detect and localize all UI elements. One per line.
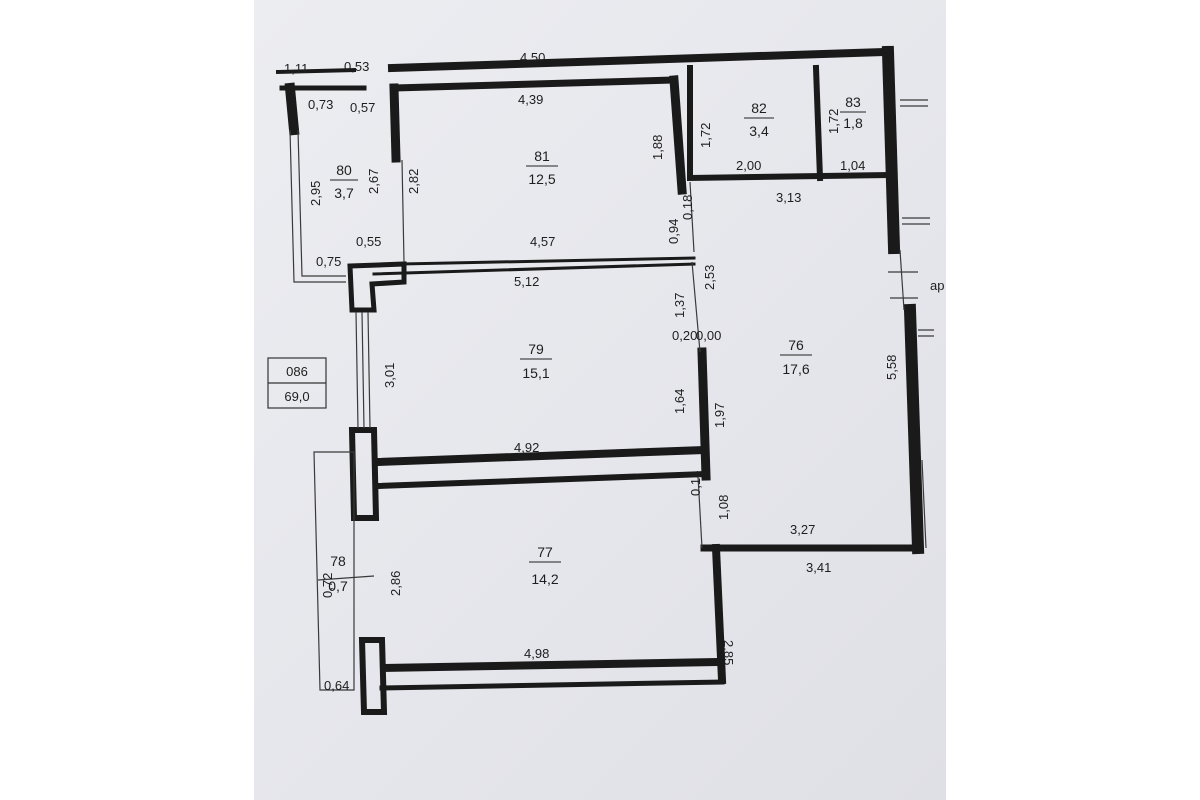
wall-bottom: [379, 657, 725, 673]
wall-right-upper: [881, 45, 901, 255]
window-left-79: [355, 311, 371, 429]
room-77-area: 14,2: [531, 571, 558, 587]
door-77: [697, 475, 703, 549]
room-83-area: 1,8: [843, 115, 863, 131]
thin-lines: [289, 99, 934, 691]
dim-4-50: 4,50: [520, 50, 545, 65]
room-83-number: 83: [845, 94, 861, 110]
dim-0-53: 0,53: [344, 59, 369, 74]
dim-0-20: 0,20: [672, 328, 697, 343]
room-labels: 81 12,5 82 3,4 83 1,8 80 3,7 79 15,1 76 …: [328, 94, 866, 594]
room-78-number: 78: [330, 553, 346, 569]
dim-4-92: 4,92: [514, 440, 539, 455]
wall-left-bottom: [358, 637, 388, 715]
room-79-area: 15,1: [522, 365, 549, 381]
dim-2-00: 2,00: [736, 158, 761, 173]
room-79-number: 79: [528, 341, 544, 357]
dim-5-12: 5,12: [514, 274, 539, 289]
dim-3-13: 3,13: [776, 190, 801, 205]
room-78-area: 0,7: [328, 578, 348, 594]
wall-right-lower: [903, 303, 925, 555]
room-81-number: 81: [534, 148, 550, 164]
room-76-area: 17,6: [782, 361, 809, 377]
wall-79-top: [372, 262, 696, 276]
dim-1-04: 1,04: [840, 158, 865, 173]
room-81-area: 12,5: [528, 171, 555, 187]
dim-4-57: 4,57: [530, 234, 555, 249]
dim-2-82: 2,82: [406, 169, 421, 194]
dim-2-95: 2,95: [308, 181, 323, 206]
walls: [275, 45, 925, 715]
dim-0-64: 0,64: [324, 678, 349, 693]
wall-left-t: [348, 427, 380, 521]
dim-0-75: 0,75: [316, 254, 341, 269]
dim-2-67: 2,67: [366, 169, 381, 194]
summary-code: 086: [286, 364, 308, 379]
wall-81-top: [390, 76, 678, 92]
dimension-labels: 1,11 0,53 4,50 0,73 0,57 4,39 1,88 1,72 …: [284, 50, 944, 693]
wall-mid-81-79: [400, 256, 696, 266]
dim-0-14: 0,14: [688, 471, 703, 496]
dim-1-64: 1,64: [672, 389, 687, 414]
dim-4-98: 4,98: [524, 646, 549, 661]
balcony-rail: [289, 129, 346, 283]
dim-1-11: 1,11: [284, 61, 308, 76]
dim-0-94: 0,94: [666, 219, 681, 244]
room-82-number: 82: [751, 100, 767, 116]
summary-box: 086 69,0: [267, 357, 327, 409]
window-right-upper: [900, 99, 930, 225]
wall-79-right: [697, 347, 711, 481]
room-80-area: 3,7: [334, 185, 354, 201]
dim-0-73: 0,73: [308, 97, 333, 112]
edge-note: ар: [930, 278, 944, 293]
partition-80-81: [401, 159, 405, 263]
dimension-78: [317, 575, 375, 581]
dim-1-72-left: 1,72: [698, 123, 713, 148]
dim-1-72-right: 1,72: [826, 109, 841, 134]
dim-5-58: 5,58: [884, 355, 899, 380]
dim-0-55: 0,55: [356, 234, 381, 249]
window-right-lower: [918, 329, 934, 549]
wall-82-83: [812, 64, 824, 182]
dim-1-88: 1,88: [650, 135, 665, 160]
wall-77-top: [374, 470, 710, 490]
dim-2-86: 2,86: [388, 571, 403, 596]
room-77-number: 77: [537, 544, 553, 560]
room-80-number: 80: [336, 162, 352, 178]
wall-80-left: [284, 82, 300, 136]
dim-4-39: 4,39: [518, 92, 543, 107]
window-right: [888, 249, 918, 311]
wall-top-left: [275, 67, 357, 75]
dim-2-85: 2,85: [721, 640, 736, 665]
dim-0-18: 0,18: [680, 195, 695, 220]
partition-82-76: [689, 181, 695, 253]
door-76: [691, 261, 701, 353]
wall-79-bottom: [373, 445, 709, 467]
dim-3-01: 3,01: [382, 363, 397, 388]
plan-sheet: 086 69,0 81 12,5 82 3,4 83 1,8 80 3,7 79…: [254, 0, 946, 800]
dim-0-72: 0,72: [320, 573, 335, 598]
dim-2-53: 2,53: [702, 265, 717, 290]
balcony-rail-2: [297, 129, 346, 277]
window-left-77: [313, 451, 355, 691]
room-76-number: 76: [788, 337, 804, 353]
dim-3-41: 3,41: [806, 560, 831, 575]
dim-0-00: 0,00: [696, 328, 721, 343]
room-82-area: 3,4: [749, 123, 769, 139]
dim-0-57: 0,57: [350, 100, 375, 115]
floor-plan: 086 69,0 81 12,5 82 3,4 83 1,8 80 3,7 79…: [267, 45, 944, 715]
wall-81-right: [669, 75, 687, 195]
dim-3-27: 3,27: [790, 522, 815, 537]
wall-node: [347, 261, 407, 313]
wall-bottom-outer: [379, 679, 725, 691]
summary-total-area: 69,0: [284, 389, 309, 404]
dim-1-97: 1,97: [712, 403, 727, 428]
dim-1-08: 1,08: [716, 495, 731, 520]
wall-81-left: [389, 83, 401, 163]
wall-top: [387, 47, 889, 73]
dim-1-37: 1,37: [672, 293, 687, 318]
